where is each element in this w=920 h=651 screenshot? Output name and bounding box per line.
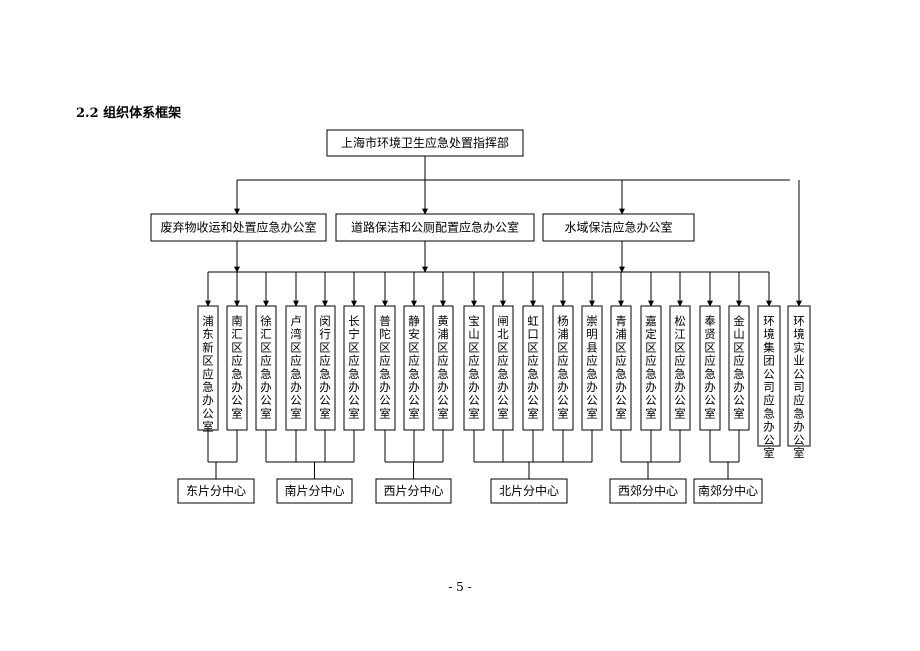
district-office-16-label: 嘉定区应急办公室: [645, 314, 657, 420]
district-office-5-label: 闵行区应急办公室: [319, 314, 331, 420]
district-office-10: 宝山区应急办公室: [463, 305, 485, 431]
company-office-1: 环境集团公司应急办公室: [757, 305, 781, 460]
district-office-13-frame: [552, 305, 574, 431]
sub-center-3-label: 西片分中心: [383, 483, 443, 498]
sub-center-6-label: 南郊分中心: [698, 483, 758, 498]
district-office-12-label: 虹口区应急办公室: [527, 314, 539, 420]
district-office-2: 南汇区应急办公室: [226, 305, 248, 431]
district-office-11-frame: [492, 305, 514, 431]
district-office-19-label: 金山区应急办公室: [733, 314, 745, 420]
district-office-5: 闵行区应急办公室: [314, 305, 336, 431]
district-office-9-label: 黄浦区应急办公室: [437, 314, 449, 420]
district-office-4-frame: [285, 305, 307, 431]
district-office-10-frame: [463, 305, 485, 431]
district-office-9-frame: [432, 305, 454, 431]
district-office-15-label: 青浦区应急办公室: [615, 314, 627, 420]
company-office-2-label: 环境实业公司应急办公室: [793, 314, 805, 460]
sub-center-4: 北片分中心: [490, 478, 568, 504]
district-office-19-frame: [728, 305, 750, 431]
district-office-15: 青浦区应急办公室: [610, 305, 632, 431]
sub-center-4-label: 北片分中心: [499, 483, 559, 498]
company-office-2: 环境实业公司应急办公室: [787, 305, 811, 460]
company-office-2-frame: [787, 305, 811, 447]
district-office-12-frame: [522, 305, 544, 431]
district-office-10-label: 宝山区应急办公室: [468, 314, 480, 420]
district-office-8-label: 静安区应急办公室: [408, 314, 420, 420]
sub-center-2: 南片分中心: [276, 478, 353, 504]
root-headquarters: 上海市环境卫生应急处置指挥部: [326, 129, 524, 157]
district-office-4-label: 卢湾区应急办公室: [290, 314, 302, 420]
office-level2-3-frame: [542, 213, 695, 242]
district-office-4: 卢湾区应急办公室: [285, 305, 307, 431]
page-number: - 5 -: [448, 580, 472, 594]
district-office-14-frame: [581, 305, 603, 431]
root-headquarters-frame: [326, 129, 524, 157]
district-office-14: 崇明县应急办公室: [581, 305, 603, 431]
district-office-14-label: 崇明县应急办公室: [586, 314, 598, 420]
office-level2-3-label: 水域保洁应急办公室: [564, 220, 672, 235]
office-level2-1-frame: [150, 213, 327, 242]
district-office-17-label: 松江区应急办公室: [674, 314, 686, 420]
district-office-7-label: 普陀区应急办公室: [379, 314, 391, 420]
district-office-17-frame: [669, 305, 691, 431]
district-office-11: 闸北区应急办公室: [492, 305, 514, 431]
district-office-12: 虹口区应急办公室: [522, 305, 544, 431]
district-office-2-label: 南汇区应急办公室: [231, 314, 243, 420]
sub-center-2-label: 南片分中心: [284, 483, 344, 498]
section-heading: 2.2 组织体系框架: [76, 106, 182, 121]
district-office-18-frame: [699, 305, 721, 431]
district-office-18: 奉贤区应急办公室: [699, 305, 721, 431]
root-headquarters-label: 上海市环境卫生应急处置指挥部: [341, 135, 509, 150]
district-office-1-frame: [197, 305, 219, 431]
sub-center-1-frame: [177, 478, 255, 504]
sub-center-4-frame: [490, 478, 568, 504]
district-office-3-frame: [255, 305, 277, 431]
district-office-16-frame: [640, 305, 662, 431]
sub-center-1-label: 东片分中心: [186, 483, 246, 498]
office-level2-3: 水域保洁应急办公室: [542, 213, 695, 242]
district-office-16: 嘉定区应急办公室: [640, 305, 662, 431]
district-office-1: 浦东新区应急办公室: [197, 305, 219, 434]
sub-center-6-frame: [693, 478, 763, 504]
district-office-9: 黄浦区应急办公室: [432, 305, 454, 431]
company-office-1-label: 环境集团公司应急办公室: [763, 314, 775, 460]
district-office-13: 杨浦区应急办公室: [552, 305, 574, 431]
district-office-6-label: 长宁区应急办公室: [348, 314, 360, 420]
district-office-17: 松江区应急办公室: [669, 305, 691, 431]
district-office-8-frame: [403, 305, 425, 431]
sub-center-5-frame: [609, 478, 687, 504]
district-office-5-frame: [314, 305, 336, 431]
sub-center-3-frame: [375, 478, 452, 504]
sub-center-5-label: 西郊分中心: [618, 483, 678, 498]
district-office-7-frame: [374, 305, 396, 431]
sub-center-2-frame: [276, 478, 353, 504]
sub-center-1: 东片分中心: [177, 478, 255, 504]
office-level2-1-label: 废弃物收运和处置应急办公室: [160, 220, 316, 235]
district-office-6: 长宁区应急办公室: [343, 305, 365, 431]
office-level2-2: 道路保洁和公厕配置应急办公室: [335, 213, 535, 242]
district-office-8: 静安区应急办公室: [403, 305, 425, 431]
sub-center-6: 南郊分中心: [693, 478, 763, 504]
district-office-13-label: 杨浦区应急办公室: [557, 314, 569, 420]
district-office-7: 普陀区应急办公室: [374, 305, 396, 431]
district-office-11-label: 闸北区应急办公室: [497, 314, 509, 420]
district-office-6-frame: [343, 305, 365, 431]
district-office-1-label: 浦东新区应急办公室: [202, 314, 214, 434]
district-office-2-frame: [226, 305, 248, 431]
office-level2-2-frame: [335, 213, 535, 242]
office-level2-1: 废弃物收运和处置应急办公室: [150, 213, 327, 242]
office-level2-2-label: 道路保洁和公厕配置应急办公室: [351, 220, 519, 235]
district-office-18-label: 奉贤区应急办公室: [704, 314, 716, 420]
district-office-19: 金山区应急办公室: [728, 305, 750, 431]
district-office-3-label: 徐汇区应急办公室: [260, 314, 272, 420]
district-office-15-frame: [610, 305, 632, 431]
sub-center-5: 西郊分中心: [609, 478, 687, 504]
sub-center-3: 西片分中心: [375, 478, 452, 504]
company-office-1-frame: [757, 305, 781, 447]
district-office-3: 徐汇区应急办公室: [255, 305, 277, 431]
